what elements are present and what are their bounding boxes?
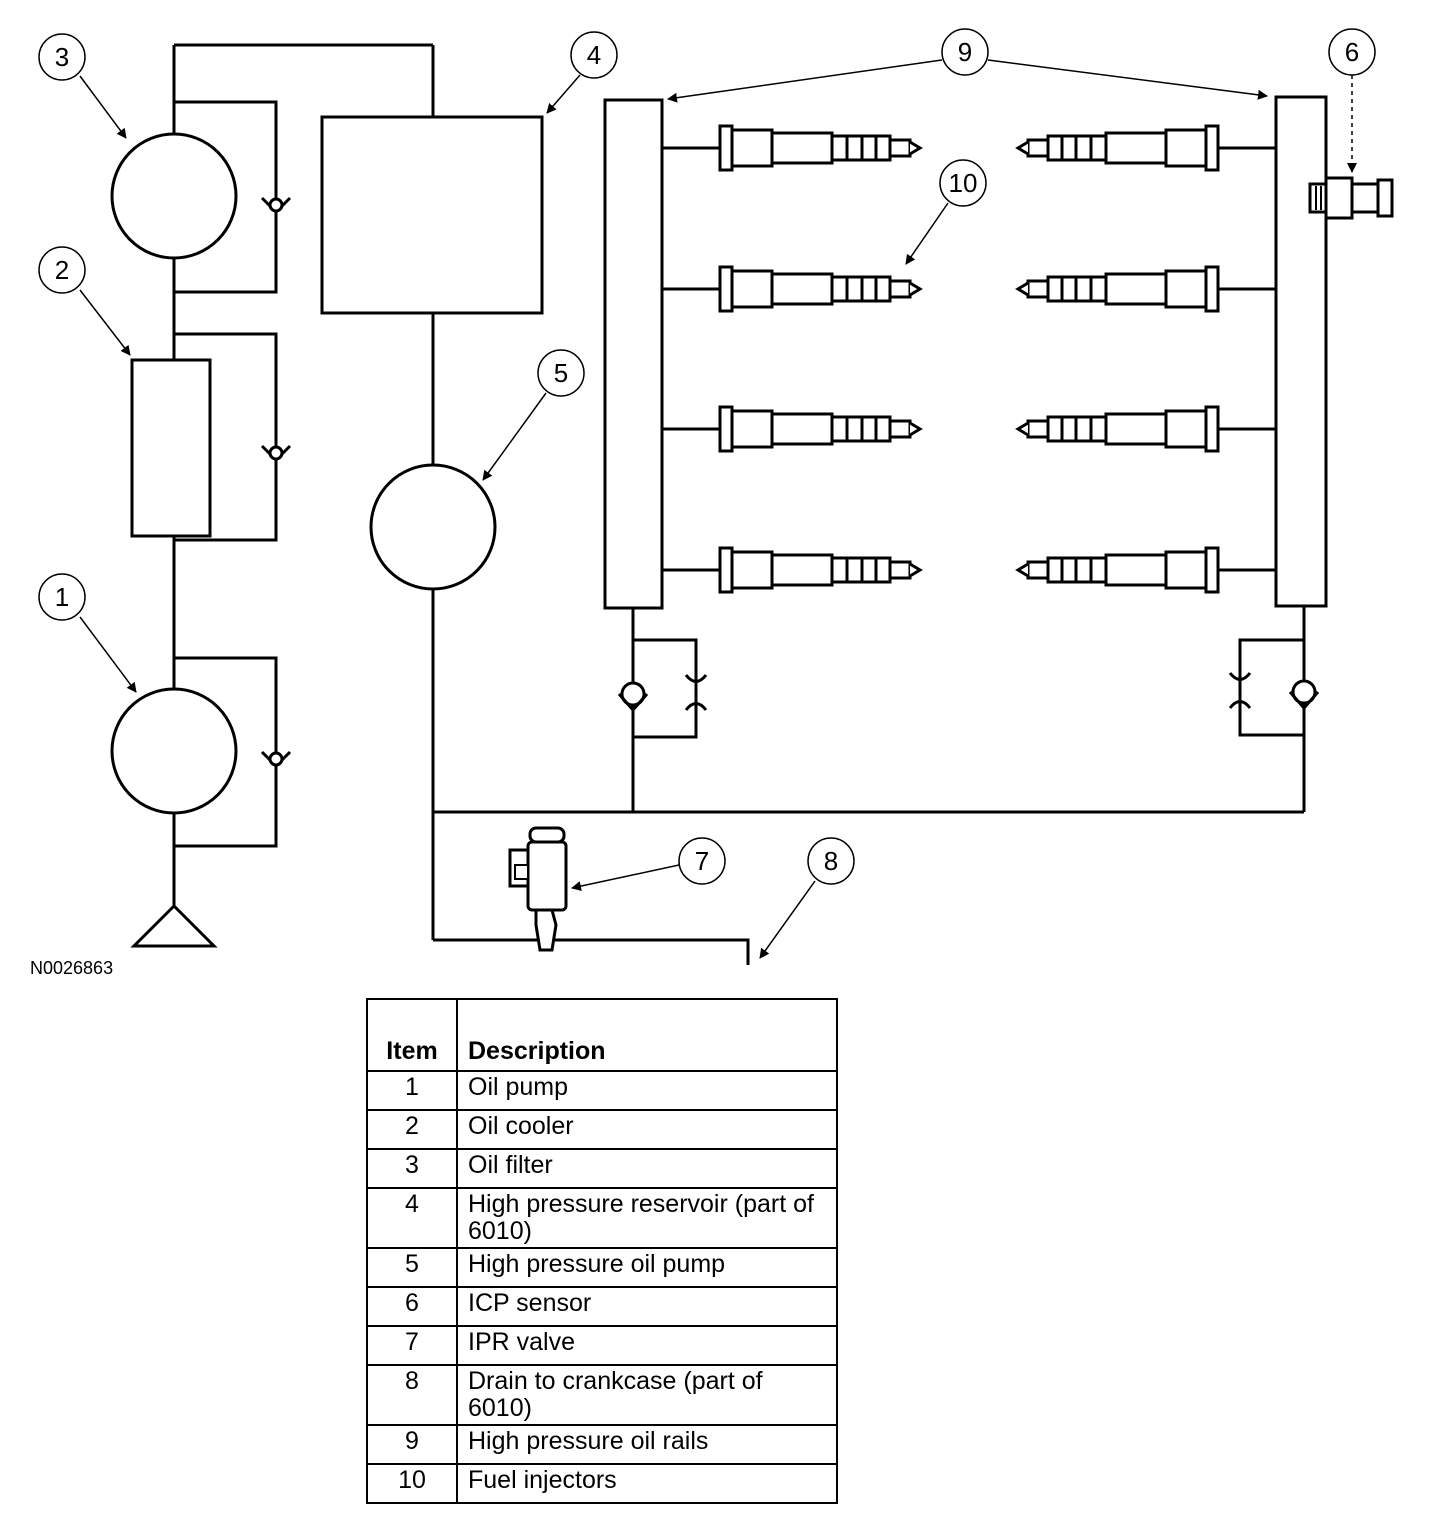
callout-2: 2 — [38, 246, 131, 356]
figure-id: N0026863 — [30, 958, 113, 978]
table-row: 3 Oil filter — [366, 1148, 838, 1189]
fuel-injector-left-3 — [660, 405, 922, 453]
oil-pump — [110, 687, 238, 815]
table-row: 2 Oil cooler — [366, 1109, 838, 1150]
legend-item-description: High pressure reservoir (part of 6010) — [456, 1187, 838, 1249]
legend-header-description: Description — [456, 998, 838, 1072]
callout-4-label: 4 — [587, 40, 601, 70]
oil-filter — [110, 132, 238, 260]
legend-item-description: Drain to crankcase (part of 6010) — [456, 1364, 838, 1426]
callout-3: 3 — [38, 33, 127, 139]
table-row: 5 High pressure oil pump — [366, 1247, 838, 1288]
callout-8-label: 8 — [824, 846, 838, 876]
table-row: 10 Fuel injectors — [366, 1463, 838, 1504]
fuel-injector-left-4 — [660, 546, 922, 594]
oil-filter-bypass — [174, 100, 292, 294]
ipr-valve — [508, 826, 568, 952]
callout-10: 10 — [905, 159, 987, 265]
callout-5-label: 5 — [554, 358, 568, 388]
legend-item-description: ICP sensor — [456, 1286, 838, 1327]
table-row: 9 High pressure oil rails — [366, 1424, 838, 1465]
table-row: 4 High pressure reservoir (part of 6010) — [366, 1187, 838, 1249]
legend-item-number: 3 — [366, 1148, 458, 1189]
callout-9-label: 9 — [958, 37, 972, 67]
callout-2-label: 2 — [55, 255, 69, 285]
callout-5: 5 — [482, 349, 585, 481]
callout-6-label: 6 — [1345, 37, 1359, 67]
legend-item-number: 9 — [366, 1424, 458, 1465]
callout-6: 6 — [1328, 28, 1376, 173]
legend-item-number: 5 — [366, 1247, 458, 1288]
legend-header-row: Item Description — [366, 998, 838, 1072]
table-row: 6 ICP sensor — [366, 1286, 838, 1327]
callout-3-label: 3 — [55, 42, 69, 72]
legend-item-description: Oil cooler — [456, 1109, 838, 1150]
legend-item-number: 2 — [366, 1109, 458, 1150]
return-line — [431, 589, 1304, 965]
table-row: 7 IPR valve — [366, 1325, 838, 1366]
left-rail-check-orifice — [617, 608, 708, 812]
right-rail-check-orifice — [1228, 606, 1320, 812]
legend-item-description: Fuel injectors — [456, 1463, 838, 1504]
legend-item-description: Oil pump — [456, 1070, 838, 1111]
callout-4: 4 — [546, 31, 618, 114]
table-row: 8 Drain to crankcase (part of 6010) — [366, 1364, 838, 1426]
oil-pump-bypass — [174, 656, 292, 848]
callout-9: 9 — [667, 28, 1268, 103]
fuel-injector-left-2 — [660, 265, 922, 313]
callout-7: 7 — [571, 837, 726, 891]
legend-item-number: 8 — [366, 1364, 458, 1426]
callout-8: 8 — [759, 837, 855, 959]
legend-item-description: IPR valve — [456, 1325, 838, 1366]
callout-7-label: 7 — [695, 846, 709, 876]
oil-rail-left — [603, 98, 664, 610]
legend-item-number: 1 — [366, 1070, 458, 1111]
oil-system-diagram: 3 2 1 4 5 9 6 10 7 — [30, 28, 1394, 978]
legend-item-number: 4 — [366, 1187, 458, 1249]
callout-1: 1 — [38, 573, 137, 693]
fuel-injector-right-1 — [1016, 124, 1278, 172]
callout-1-label: 1 — [55, 582, 69, 612]
legend-item-number: 7 — [366, 1325, 458, 1366]
oil-cooler-bypass — [174, 332, 292, 542]
legend-item-description: Oil filter — [456, 1148, 838, 1189]
fuel-injector-right-4 — [1016, 546, 1278, 594]
fuel-injector-left-1 — [660, 124, 922, 172]
oil-rail-right — [1274, 95, 1328, 608]
callout-10-label: 10 — [949, 168, 978, 198]
fuel-injector-right-2 — [1016, 265, 1278, 313]
table-row: 1 Oil pump — [366, 1070, 838, 1111]
legend-table: Item Description 1 Oil pump 2 Oil cooler… — [366, 998, 838, 1504]
fuel-injector-right-3 — [1016, 405, 1278, 453]
high-pressure-oil-pump — [369, 463, 497, 591]
legend-item-description: High pressure oil pump — [456, 1247, 838, 1288]
legend-header-item: Item — [366, 998, 458, 1072]
oil-cooler — [130, 358, 212, 538]
legend-item-description: High pressure oil rails — [456, 1424, 838, 1465]
legend-item-number: 6 — [366, 1286, 458, 1327]
high-pressure-reservoir — [320, 115, 544, 315]
legend-item-number: 10 — [366, 1463, 458, 1504]
oil-sump-symbol — [130, 903, 218, 948]
icp-sensor — [1308, 176, 1394, 220]
